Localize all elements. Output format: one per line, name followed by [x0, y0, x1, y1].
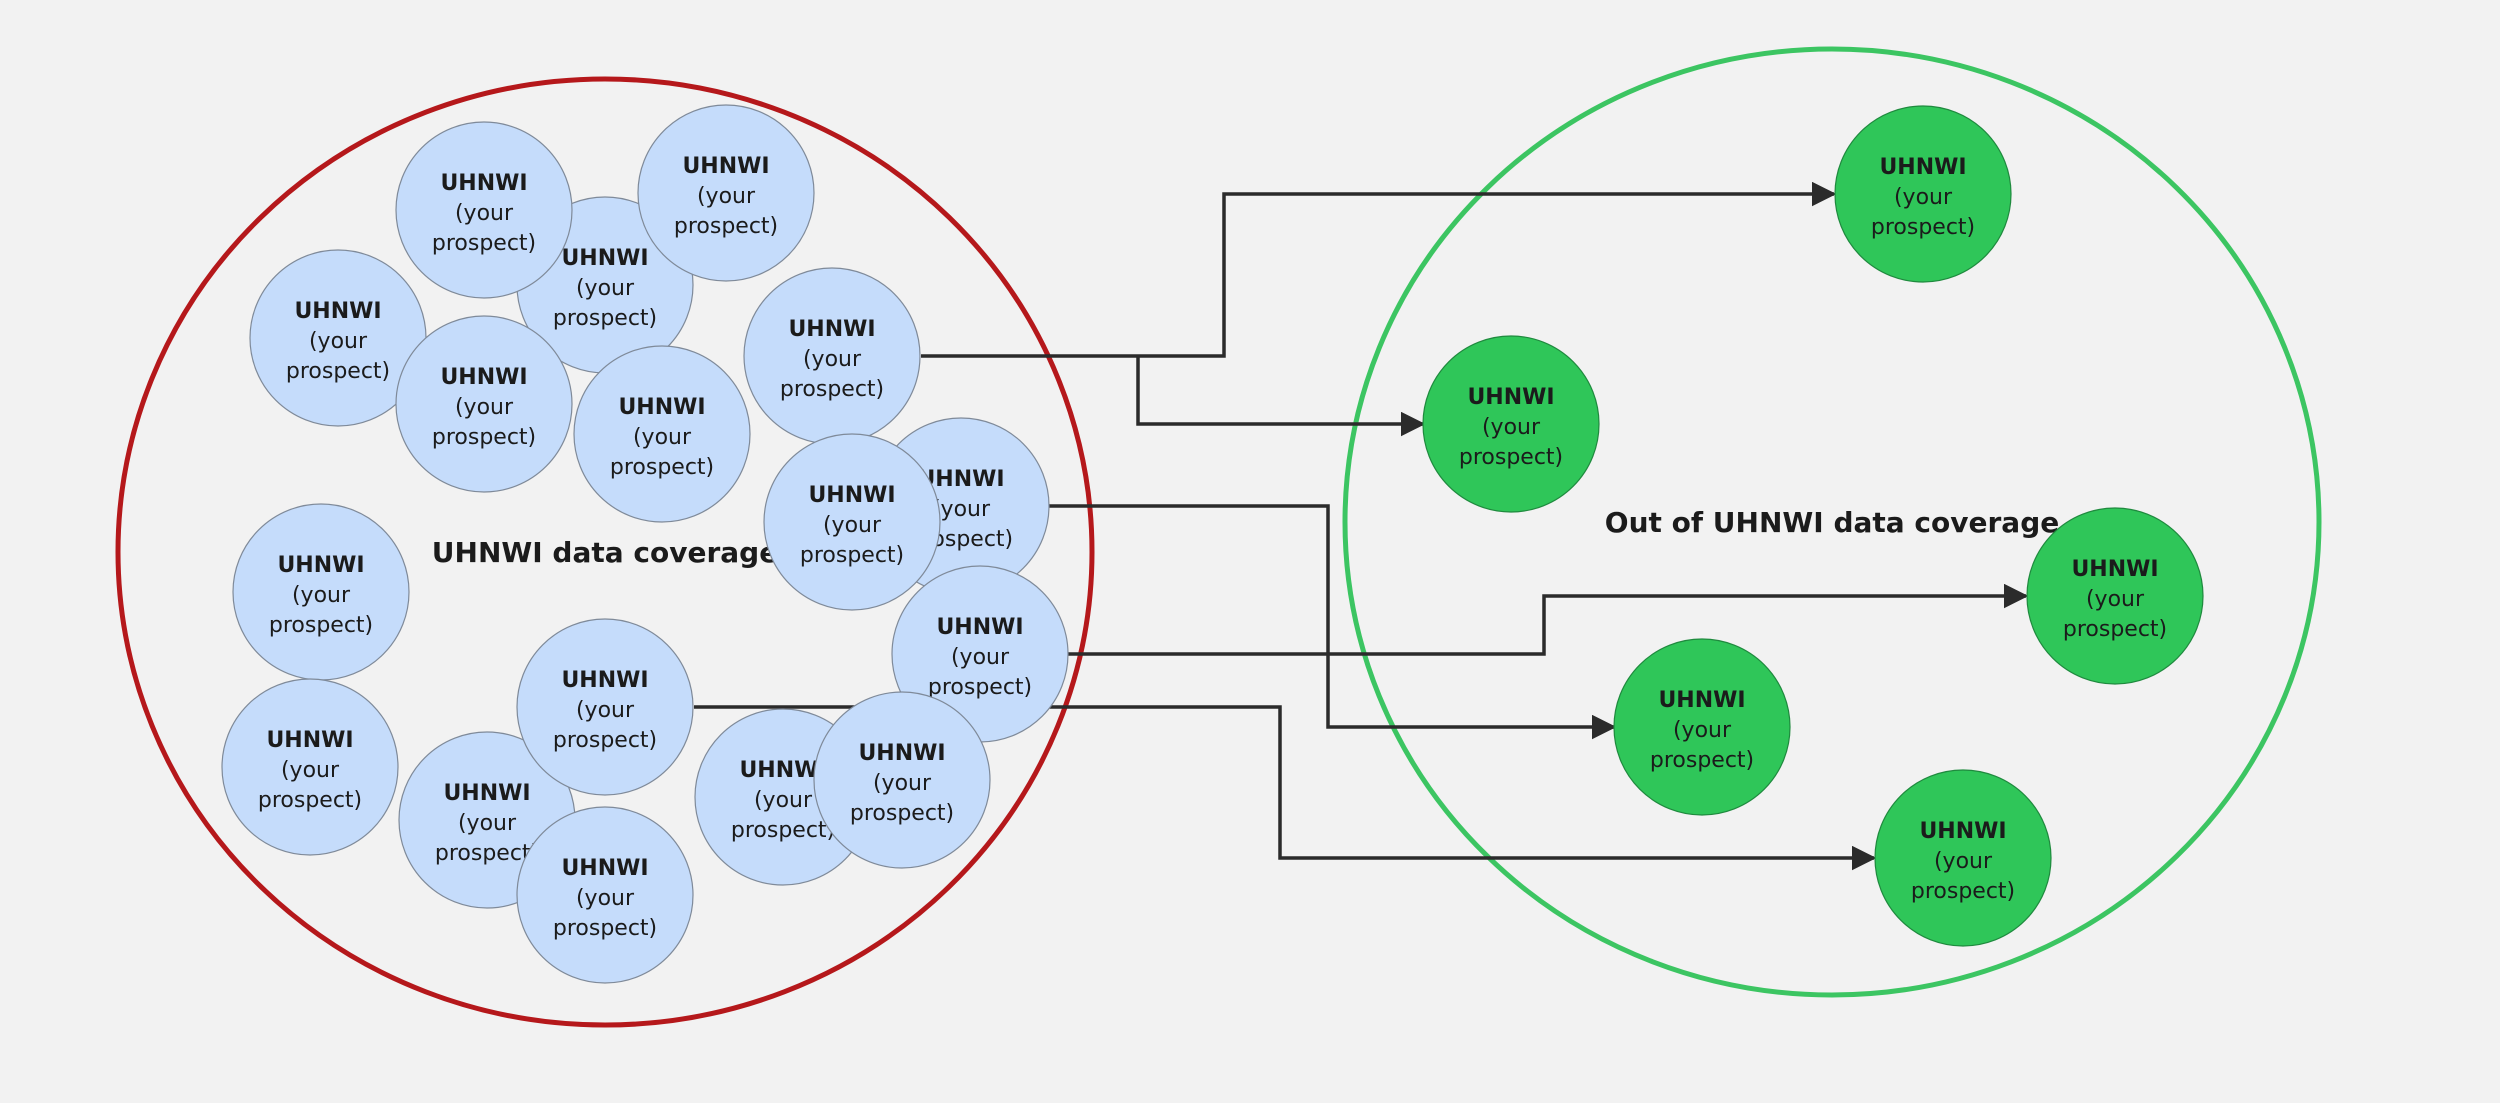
prospect-label-line1: UHNWI	[266, 728, 353, 753]
prospect-node[interactable]: UHNWI (your prospect)	[637, 104, 815, 282]
connector-to-o2	[1136, 356, 1426, 437]
prospect-label-line3: prospect)	[286, 359, 390, 384]
prospect-node[interactable]: UHNWI (your prospect)	[813, 691, 991, 869]
prospect-node-outside[interactable]: UHNWI (your prospect)	[1874, 769, 2052, 947]
prospect-label-line3: prospect)	[928, 675, 1032, 700]
prospect-node[interactable]: UHNWI (your prospect)	[221, 678, 399, 856]
prospect-label-line1: UHNWI	[561, 668, 648, 693]
prospect-label-line3: prospect)	[800, 543, 904, 568]
prospect-label-line2: (your	[458, 811, 517, 836]
prospect-label-line2: (your	[281, 758, 340, 783]
prospect-label-line2: (your	[292, 583, 351, 608]
prospect-label-line3: prospect)	[435, 841, 539, 866]
prospect-label-line2: (your	[932, 497, 991, 522]
prospect-label-line3: prospect)	[610, 455, 714, 480]
prospect-node[interactable]: UHNWI (your prospect)	[395, 315, 573, 493]
prospect-label-line1: UHNWI	[561, 246, 648, 271]
prospect-node-outside[interactable]: UHNWI (your prospect)	[1834, 105, 2012, 283]
prospect-label-line3: prospect)	[553, 306, 657, 331]
prospect-node[interactable]: UHNWI (your prospect)	[395, 121, 573, 299]
prospect-label-line2: (your	[803, 347, 862, 372]
prospect-label-line2: (your	[576, 886, 635, 911]
prospect-label-line1: UHNWI	[294, 299, 381, 324]
prospect-label-line3: prospect)	[432, 425, 536, 450]
prospect-label-line3: prospect)	[553, 916, 657, 941]
prospect-label-line1: UHNWI	[277, 553, 364, 578]
prospect-label-line1: UHNWI	[936, 615, 1023, 640]
prospect-label-line1: UHNWI	[618, 395, 705, 420]
prospect-node[interactable]: UHNWI (your prospect)	[743, 267, 921, 445]
prospect-label-line2: (your	[754, 788, 813, 813]
prospect-label-line3: prospect)	[780, 377, 884, 402]
prospect-label-line1: UHNWI	[788, 317, 875, 342]
prospect-label-line2: (your	[697, 184, 756, 209]
prospect-label-line2: (your	[1673, 718, 1732, 743]
outside-coverage-region	[1342, 46, 2322, 998]
prospect-label-line1: UHNWI	[440, 171, 527, 196]
prospect-label-line2: (your	[576, 276, 635, 301]
prospect-label-line3: prospect)	[258, 788, 362, 813]
prospect-node[interactable]: UHNWI (your prospect)	[573, 345, 751, 523]
prospect-node[interactable]: UHNWI (your prospect)	[232, 503, 410, 681]
prospect-label-line3: prospect)	[731, 818, 835, 843]
connector-to-o3	[1068, 583, 2029, 656]
prospect-label-line3: prospect)	[1459, 445, 1563, 470]
prospect-node[interactable]: UHNWI (your prospect)	[516, 806, 694, 984]
prospect-label-line1: UHNWI	[1467, 385, 1554, 410]
prospect-node[interactable]: UHNWI (your prospect)	[891, 565, 1069, 743]
prospect-label-line2: (your	[1894, 185, 1953, 210]
prospect-node[interactable]: UHNWI (your prospect)	[763, 433, 941, 611]
connector-to-o4	[1046, 504, 1617, 740]
prospect-label-line2: (your	[309, 329, 368, 354]
prospect-node-outside[interactable]: UHNWI (your prospect)	[2026, 507, 2204, 685]
prospect-label-line1: UHNWI	[808, 483, 895, 508]
prospect-node-outside[interactable]: UHNWI (your prospect)	[1422, 335, 1600, 513]
prospect-label-line3: prospect)	[1911, 879, 2015, 904]
prospect-label-line2: (your	[1482, 415, 1541, 440]
prospect-label-line3: prospect)	[269, 613, 373, 638]
prospect-label-line2: (your	[873, 771, 932, 796]
prospect-label-line1: UHNWI	[1879, 155, 1966, 180]
prospect-label-line1: UHNWI	[440, 365, 527, 390]
prospect-label-line3: prospect)	[674, 214, 778, 239]
prospect-label-line3: prospect)	[432, 231, 536, 256]
prospect-label-line3: prospect)	[553, 728, 657, 753]
prospect-label-line1: UHNWI	[2071, 557, 2158, 582]
prospect-node[interactable]: UHNWI (your prospect)	[249, 249, 427, 427]
outside-prospects: UHNWI (your prospect) UHNWI (your prospe…	[1422, 105, 2204, 947]
prospect-label-line3: prospect)	[2063, 617, 2167, 642]
prospect-label-line1: UHNWI	[1658, 688, 1745, 713]
prospect-label-line2: (your	[633, 425, 692, 450]
prospect-label-line1: UHNWI	[443, 781, 530, 806]
prospect-label-line3: prospect)	[1650, 748, 1754, 773]
prospect-label-line2: (your	[576, 698, 635, 723]
prospect-label-line1: UHNWI	[561, 856, 648, 881]
prospect-label-line2: (your	[1934, 849, 1993, 874]
prospect-label-line2: (your	[455, 201, 514, 226]
prospect-label-line2: (your	[951, 645, 1010, 670]
connector-to-o1	[921, 181, 1837, 358]
prospect-label-line2: (your	[2086, 587, 2145, 612]
prospect-label-line1: UHNWI	[858, 741, 945, 766]
inside-region-label: UHNWI data coverage	[432, 536, 778, 569]
prospect-node[interactable]: UHNWI (your prospect)	[516, 618, 694, 796]
prospect-label-line1: UHNWI	[739, 758, 826, 783]
prospect-node-outside[interactable]: UHNWI (your prospect)	[1613, 638, 1791, 816]
prospect-label-line2: (your	[455, 395, 514, 420]
prospect-label-line1: UHNWI	[1919, 819, 2006, 844]
prospect-label-line2: (your	[823, 513, 882, 538]
inside-prospects: UHNWI (your prospect) UHNWI (your prospe…	[221, 104, 1069, 984]
inside-coverage-region	[115, 76, 1095, 1028]
prospect-label-line3: prospect)	[850, 801, 954, 826]
prospect-label-line3: prospect)	[1871, 215, 1975, 240]
outside-region-label: Out of UHNWI data coverage	[1605, 506, 2059, 539]
prospect-label-line1: UHNWI	[682, 154, 769, 179]
